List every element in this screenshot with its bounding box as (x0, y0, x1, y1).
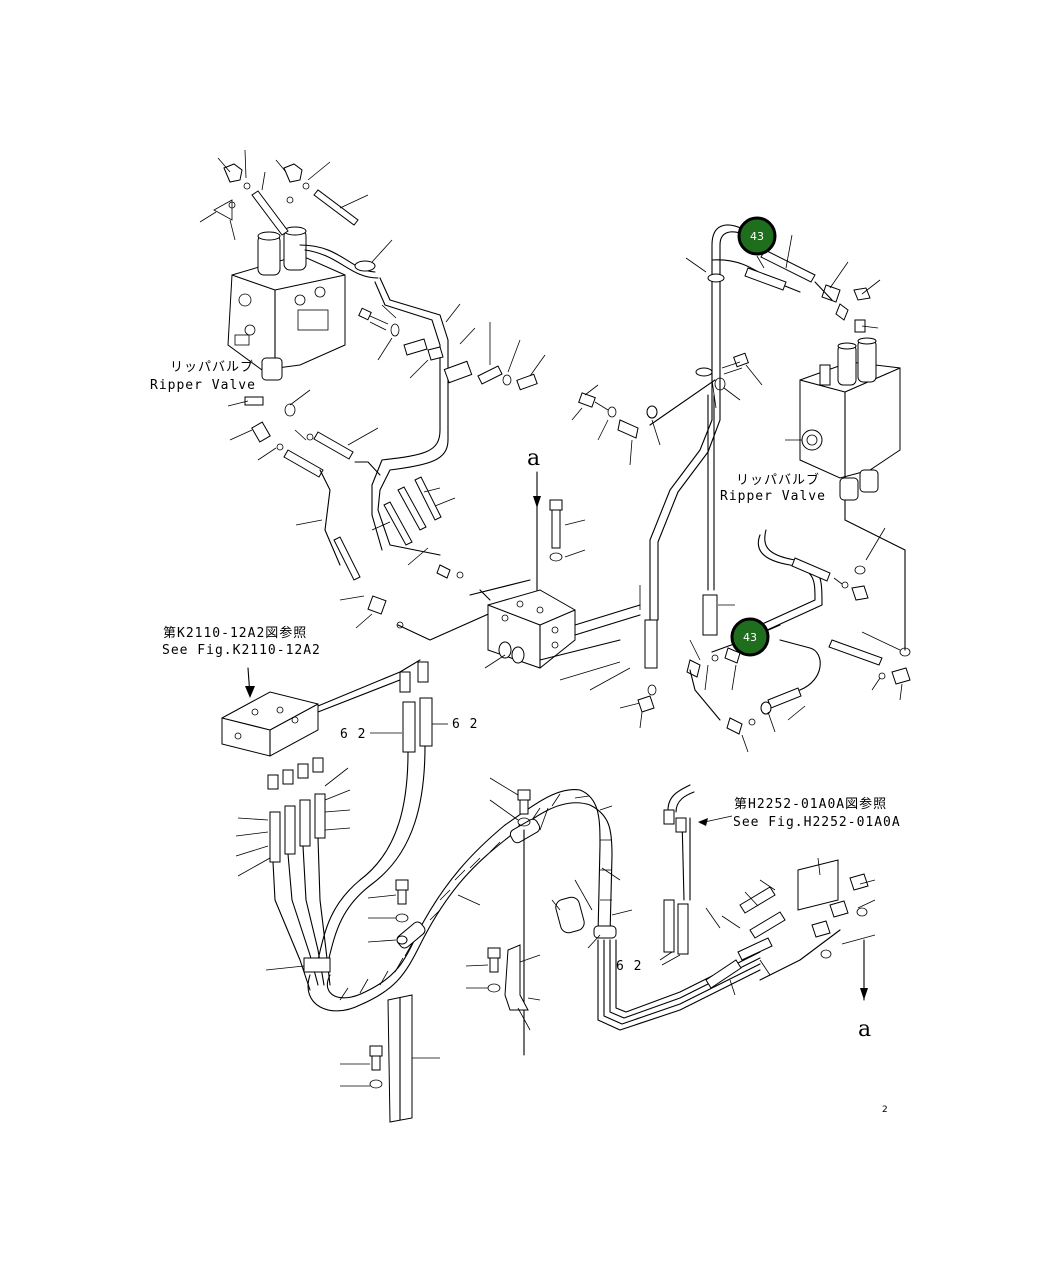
reference-h-jp: 第H2252-01A0A図参照 (734, 796, 887, 812)
right-ripper-valve (785, 337, 906, 651)
reference-h-en: See Fig.H2252-01A0A (733, 815, 901, 830)
reference-k-en: See Fig.K2110-12A2 (162, 643, 321, 658)
left-ripper-valve (227, 226, 346, 381)
part-62-label-left: 6 2 (340, 727, 366, 742)
arrow-a-bottom: a (858, 939, 871, 1042)
callout-43-bottom[interactable]: 43 (730, 617, 770, 657)
ripper-valve-en-right: Ripper Valve (720, 489, 826, 504)
part-62-label-right: 6 2 (452, 717, 478, 732)
bolt-stack-middle (549, 499, 586, 562)
bolt-group-upper (358, 304, 546, 391)
arrow-a-top: a (527, 446, 541, 591)
ripper-valve-en-left: Ripper Valve (150, 378, 256, 393)
callout-43-bottom-number: 43 (743, 631, 757, 644)
callout-43-top-number: 43 (750, 230, 764, 243)
big-wrapped-hose (307, 789, 761, 1031)
hose-bundle-left (265, 745, 426, 991)
part-62-label-bottom: 6 2 (616, 959, 642, 974)
vertical-hoses-right (659, 784, 733, 961)
bolts-center-bottom (367, 777, 585, 1056)
callout-43-top[interactable]: 43 (737, 216, 777, 269)
support-bracket-bottom (340, 994, 440, 1123)
long-tube-right (644, 224, 801, 669)
ripper-valve-jp-right: リッパバルブ (736, 472, 820, 488)
middle-right-small-parts (571, 379, 716, 466)
left-lower-manifold (221, 659, 448, 757)
left-top-fittings (199, 149, 369, 241)
arrow-a-top-label: a (527, 446, 540, 471)
left-valve-lines (299, 239, 476, 556)
central-manifold-block (469, 579, 653, 709)
right-lower-fittings (757, 527, 911, 733)
reference-k-jp: 第K2110-12A2図参照 (163, 625, 307, 641)
central-hose-fittings (339, 476, 521, 641)
manifold-lower-fittings (235, 757, 351, 877)
right-bolts (714, 352, 763, 401)
center-right-fittings (637, 585, 781, 753)
right-top-fittings (744, 234, 881, 333)
left-lower-fittings (227, 389, 381, 581)
ripper-valve-jp-left: リッパバルブ (170, 359, 254, 375)
page-number: 2 (882, 1105, 888, 1115)
arrow-a-bottom-label: a (858, 1017, 871, 1042)
right-bottom-fittings (661, 857, 876, 996)
